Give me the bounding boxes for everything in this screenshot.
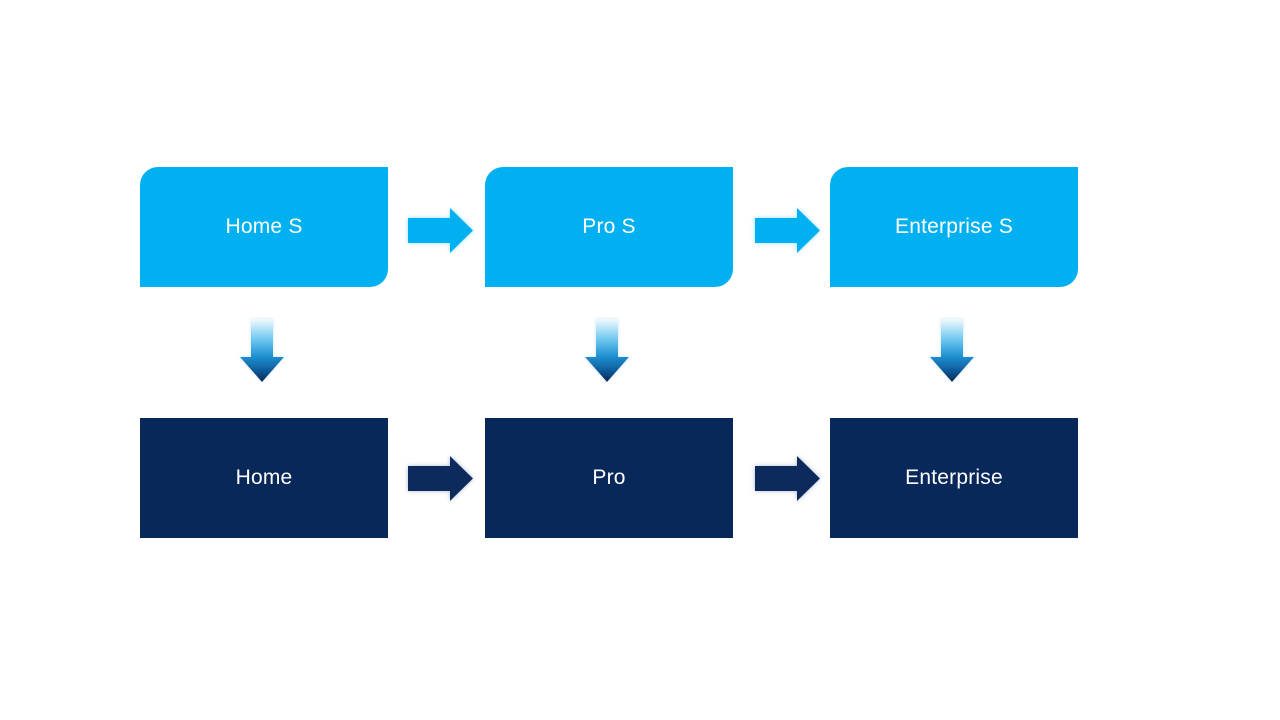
node-home-s-label: Home S	[225, 215, 303, 238]
node-enterprise-s-label: Enterprise S	[895, 215, 1013, 238]
down-arrow-1-icon	[240, 319, 284, 382]
node-home: Home	[140, 418, 388, 538]
node-pro-s: Pro S	[485, 167, 733, 287]
node-enterprise: Enterprise	[830, 418, 1078, 538]
right-arrow-bottom-2-icon	[755, 456, 820, 501]
node-pro-s-label: Pro S	[582, 215, 636, 238]
node-home-s: Home S	[140, 167, 388, 287]
right-arrow-top-1-icon	[408, 208, 473, 253]
node-pro-label: Pro	[592, 466, 626, 489]
down-arrow-2-icon	[585, 319, 629, 382]
right-arrow-top-2-icon	[755, 208, 820, 253]
node-enterprise-s: Enterprise S	[830, 167, 1078, 287]
right-arrow-bottom-1-icon	[408, 456, 473, 501]
node-enterprise-label: Enterprise	[905, 466, 1003, 489]
node-pro: Pro	[485, 418, 733, 538]
down-arrow-3-icon	[930, 319, 974, 382]
node-home-label: Home	[235, 466, 293, 489]
